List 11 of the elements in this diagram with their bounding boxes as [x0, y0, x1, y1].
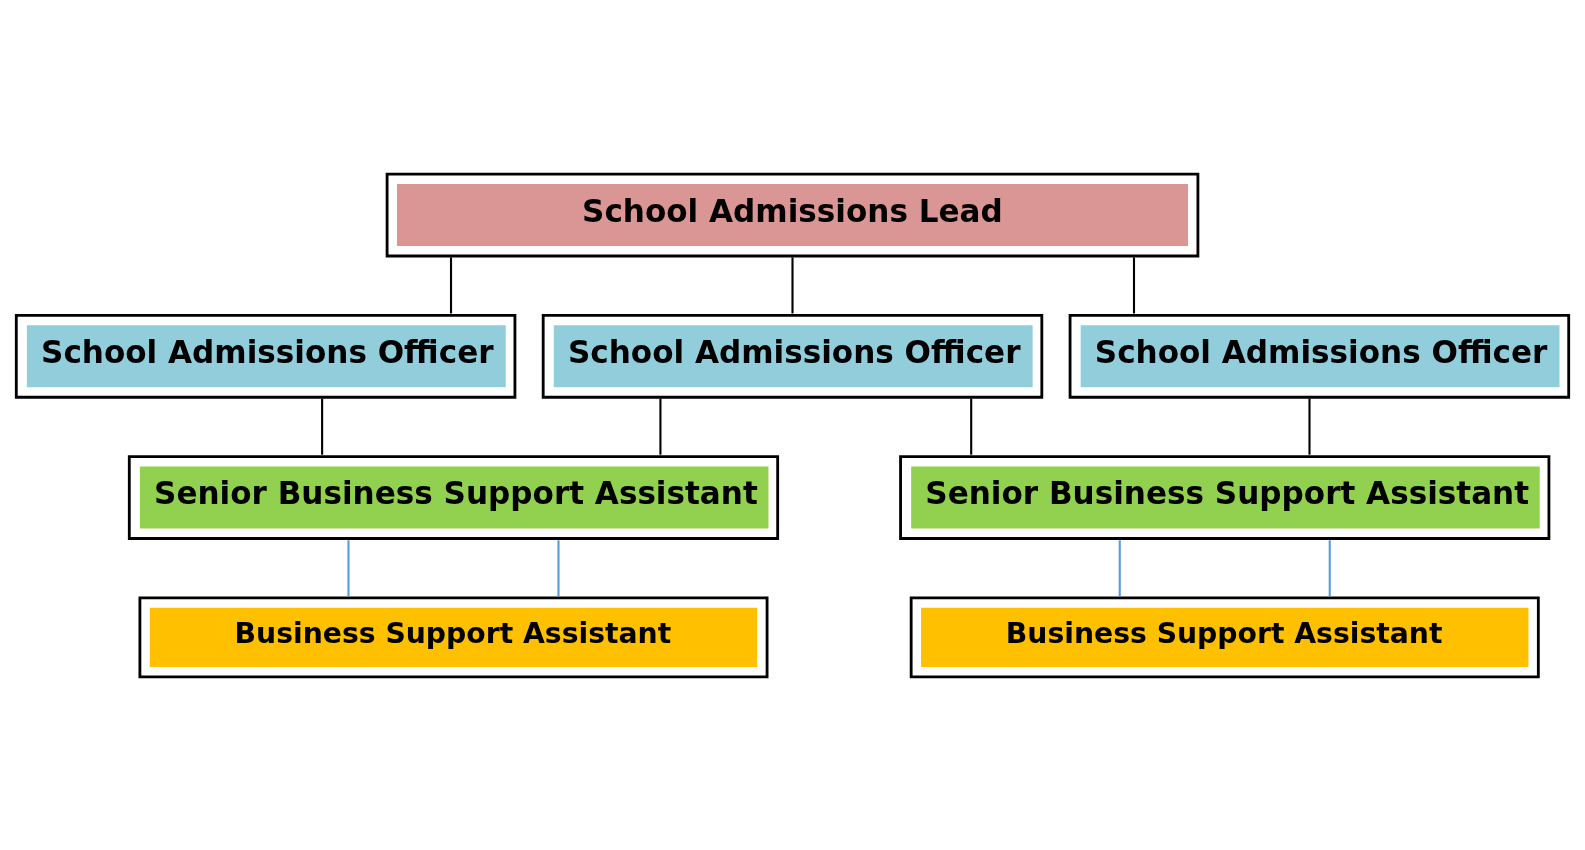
connector: [659, 398, 662, 455]
connector: [1328, 539, 1331, 596]
connector: [791, 256, 794, 313]
connector: [347, 539, 350, 596]
connector: [970, 398, 973, 455]
connector: [557, 539, 560, 596]
connector: [321, 398, 324, 455]
connector: [1308, 398, 1311, 455]
connector: [1118, 539, 1121, 596]
connector: [1132, 256, 1136, 313]
connector: [449, 256, 453, 313]
